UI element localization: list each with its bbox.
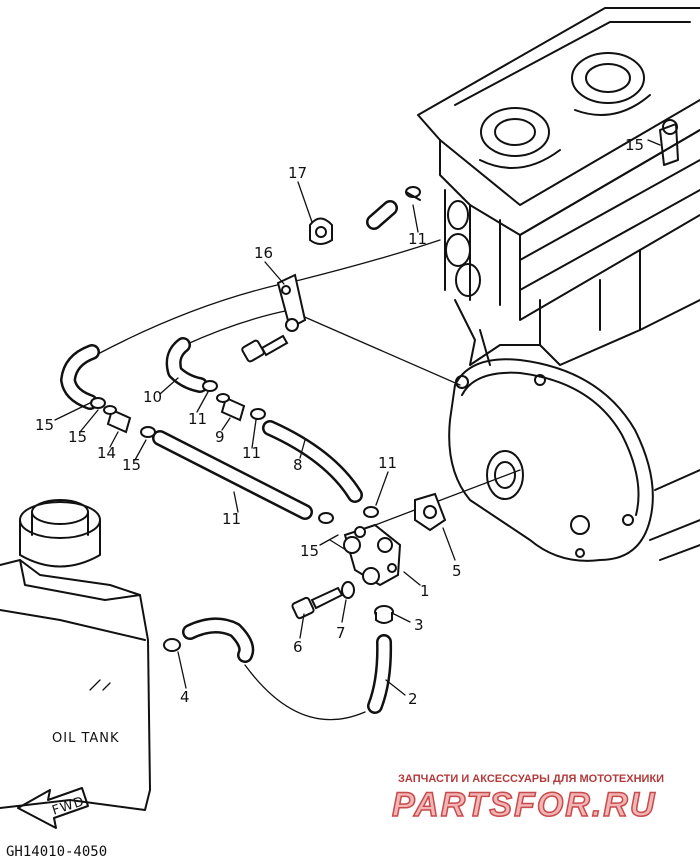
oil-tank-label: OIL TANK bbox=[52, 731, 120, 746]
diagram-code: GH14010-4050 bbox=[6, 844, 107, 860]
watermark-brand: PARTSFOR.RU bbox=[392, 786, 656, 824]
callout-5: 5 bbox=[452, 562, 462, 580]
clip-15-c bbox=[318, 512, 334, 524]
engine-block bbox=[405, 7, 700, 562]
callout-11-a: 11 bbox=[188, 410, 207, 428]
watermark-tagline: ЗАПЧАСТИ И АКСЕССУАРЫ ДЛЯ МОТОТЕХНИКИ bbox=[398, 773, 664, 785]
filter-9 bbox=[216, 393, 246, 422]
callout-4: 4 bbox=[180, 688, 190, 706]
callout-17: 17 bbox=[288, 164, 307, 182]
callout-15-a: 15 bbox=[68, 428, 87, 446]
hose-upper bbox=[366, 200, 398, 230]
bracket-16 bbox=[276, 273, 307, 332]
clip-11-c bbox=[363, 506, 379, 518]
callout-8: 8 bbox=[293, 456, 303, 474]
fwd-arrow: FWD bbox=[17, 787, 89, 829]
callout-13: 14 bbox=[97, 444, 116, 462]
hose-2 bbox=[367, 634, 393, 714]
clip-11-b bbox=[250, 408, 266, 420]
callout-15-b: 15 bbox=[122, 456, 141, 474]
hose-4 bbox=[182, 617, 255, 663]
hose-10 bbox=[165, 337, 208, 393]
filter-13 bbox=[103, 405, 132, 434]
clamp-3 bbox=[374, 605, 394, 624]
clamp-17 bbox=[309, 217, 333, 245]
callout-leaders bbox=[54, 139, 661, 696]
bolt-6 bbox=[291, 586, 344, 620]
callout-15-top: 15 bbox=[625, 136, 644, 154]
callout-14: 15 bbox=[35, 416, 54, 434]
leader-lines bbox=[95, 239, 521, 721]
callout-11-b: 11 bbox=[242, 444, 261, 462]
clip-11-a bbox=[202, 380, 218, 392]
callout-9: 9 bbox=[215, 428, 225, 446]
clip-15-b bbox=[140, 426, 156, 438]
callout-12: 11 bbox=[222, 510, 241, 528]
clip-4 bbox=[163, 638, 181, 652]
hose-8 bbox=[262, 420, 363, 503]
callout-6: 6 bbox=[293, 638, 303, 656]
callout-11-c: 11 bbox=[378, 454, 397, 472]
callout-16: 16 bbox=[254, 244, 273, 262]
hose-12 bbox=[152, 430, 313, 520]
callout-10: 10 bbox=[143, 388, 162, 406]
callout-2: 2 bbox=[408, 690, 418, 708]
callout-3: 3 bbox=[414, 616, 424, 634]
clip-15-a bbox=[90, 397, 106, 409]
oil-tank bbox=[0, 499, 151, 811]
hose-14 bbox=[60, 344, 100, 410]
callout-15-c: 15 bbox=[300, 542, 319, 560]
callout-7: 7 bbox=[336, 624, 346, 642]
washer-7 bbox=[341, 581, 355, 599]
oil-pump-1 bbox=[343, 523, 402, 587]
watermark: ЗАПЧАСТИ И АКСЕССУАРЫ ДЛЯ МОТОТЕХНИКИ PA… bbox=[391, 773, 664, 825]
bolt-16 bbox=[241, 334, 289, 363]
callout-1: 1 bbox=[420, 582, 430, 600]
callout-11-top: 11 bbox=[408, 230, 427, 248]
callouts: 17 16 15 15 14 15 10 11 9 11 8 11 11 15 … bbox=[35, 136, 644, 708]
gasket-5 bbox=[414, 492, 447, 532]
